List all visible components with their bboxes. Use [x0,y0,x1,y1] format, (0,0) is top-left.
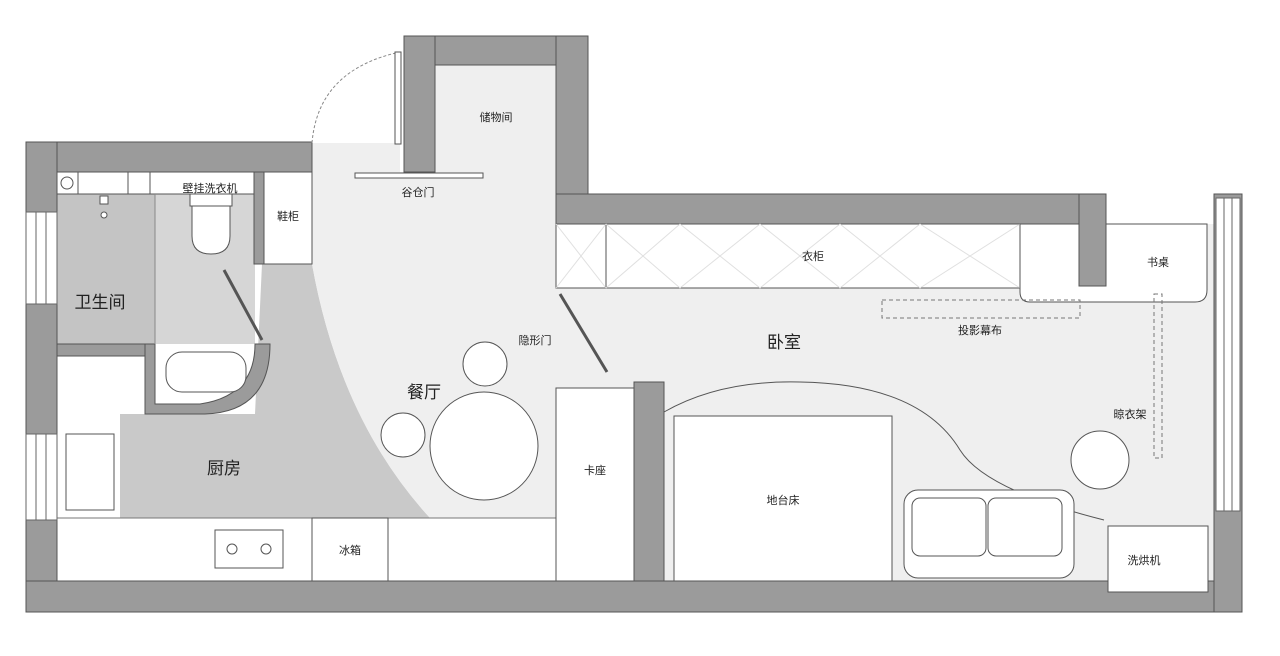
fixtures [56,51,1209,593]
bedroom-stool [1070,430,1130,490]
windows [25,197,1241,521]
window-left-2 [25,433,58,521]
wall-storage-left [403,35,436,173]
toilet-bowl [191,205,231,255]
shower-head-icon [99,195,109,205]
cooktop [214,529,284,569]
kitchen-sink [65,433,115,511]
shoe-cabinet [263,171,313,265]
wall-bath-curve [144,343,271,415]
kitchen-floor [120,264,430,518]
projector-screen [881,299,1081,319]
stool-2 [380,412,426,458]
sofa-seat-2 [987,497,1063,557]
wall-top-left [25,141,313,173]
round-table [429,391,539,501]
drying-rack [1153,293,1163,459]
bath-basin [165,351,247,393]
wall-bottom [25,580,1243,613]
window-left-1 [25,211,58,305]
label-platform-bed: 地台床 [767,493,800,507]
entry-door-swing [311,51,401,144]
label-fridge: 冰箱 [339,543,361,557]
barn-door-rail [354,172,484,179]
walls [25,35,1243,613]
labels: 卫生间 厨房 餐厅 卧室 储物间 谷仓门 壁挂洗衣机 鞋柜 隐形门 衣柜 投影幕… [75,110,1170,567]
booth-seat [555,387,635,582]
label-hidden-door: 隐形门 [519,333,552,347]
floor-drain-icon [60,176,74,190]
toilet-tank [189,193,233,207]
bed-platform-outline [663,381,1105,521]
label-projector-screen: 投影幕布 [958,323,1002,337]
burner-1-icon [226,543,238,555]
kitchen-counter [56,517,558,582]
label-barn-door: 谷仓门 [402,185,435,199]
bathroom-floor [57,194,155,344]
washer-dryer-cabinet [1107,525,1209,593]
window-right [1215,197,1241,512]
label-booth-seat: 卡座 [584,463,606,477]
label-desk: 书桌 [1147,256,1169,269]
fridge [311,517,389,582]
label-washer-dryer: 洗烘机 [1128,553,1161,567]
wall-bedroom-top [555,193,1107,225]
label-drying-rack: 晾衣架 [1114,407,1147,421]
label-washer-wall: 壁挂洗衣机 [183,181,238,195]
wall-bedroom-divider [633,381,665,582]
label-wardrobe: 衣柜 [802,249,824,263]
wardrobe-cabinet [555,223,1021,289]
room-label-dining: 餐厅 [407,383,441,403]
label-storage: 储物间 [480,110,513,124]
burner-2-icon [260,543,272,555]
wall-bedroom-column [1078,193,1107,287]
room-label-bathroom: 卫生间 [75,293,126,313]
stool-1 [462,341,508,387]
platform-bed [673,415,893,582]
shower-drain-icon [100,211,108,219]
entry-door-leaf [394,51,402,145]
wall-bath-divider [253,171,265,265]
wall-bath-bottom [56,343,156,357]
label-shoe-cabinet: 鞋柜 [277,209,299,223]
room-label-bedroom: 卧室 [767,333,801,353]
room-label-kitchen: 厨房 [207,459,241,479]
desk [1019,223,1208,303]
sofa-seat-1 [911,497,987,557]
